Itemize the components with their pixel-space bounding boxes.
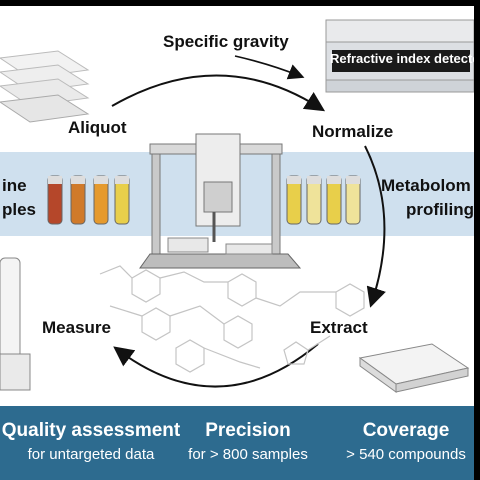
label-urine-samples-line2: ples xyxy=(2,200,37,219)
urine-tubes-left-icon xyxy=(47,175,130,225)
footer-coverage: Coverage > 540 compounds xyxy=(336,420,474,463)
detector-instrument-icon xyxy=(325,19,474,93)
chemical-structures-background xyxy=(99,265,365,373)
footer-coverage-subtitle: > 540 compounds xyxy=(346,446,466,463)
label-metabolomic-line2: profiling xyxy=(406,200,474,219)
footer-precision-subtitle: for > 800 samples xyxy=(188,446,308,463)
footer-coverage-title: Coverage xyxy=(362,420,450,441)
label-normalize: Normalize xyxy=(312,122,394,141)
arrow-gravity-to-detector xyxy=(234,55,305,80)
footer-quality: Quality assessment for untargeted data xyxy=(0,420,186,463)
diagram-graphics xyxy=(0,19,474,393)
footer-quality-title: Quality assessment xyxy=(1,420,181,441)
label-metabolomic-line1: Metabolom xyxy=(381,176,471,195)
liquid-handler-robot-icon xyxy=(139,133,302,269)
footer-precision: Precision for > 800 samples xyxy=(188,420,308,463)
arrow-aliquot-to-normalize xyxy=(111,74,326,112)
arrow-extract-to-measure xyxy=(113,343,319,388)
label-specific-gravity: Specific gravity xyxy=(163,32,289,51)
well-plate-icon xyxy=(358,343,470,393)
label-urine-samples-line1: ine xyxy=(2,176,27,195)
mass-spectrometer-icon xyxy=(0,257,31,391)
arrow-normalize-to-extract xyxy=(364,145,386,308)
label-measure: Measure xyxy=(42,318,111,337)
graphical-abstract: Specific gravity Refractive index detect… xyxy=(0,6,474,480)
label-refractive-index-detector: Refractive index detector xyxy=(330,51,474,66)
plate-stack-icon xyxy=(0,50,90,123)
label-aliquot: Aliquot xyxy=(68,118,127,137)
footer-precision-title: Precision xyxy=(205,420,291,441)
footer-quality-subtitle: for untargeted data xyxy=(27,446,155,463)
urine-tubes-right-icon xyxy=(286,175,361,225)
summary-footer: Quality assessment for untargeted data P… xyxy=(0,406,474,480)
label-extract: Extract xyxy=(310,318,368,337)
